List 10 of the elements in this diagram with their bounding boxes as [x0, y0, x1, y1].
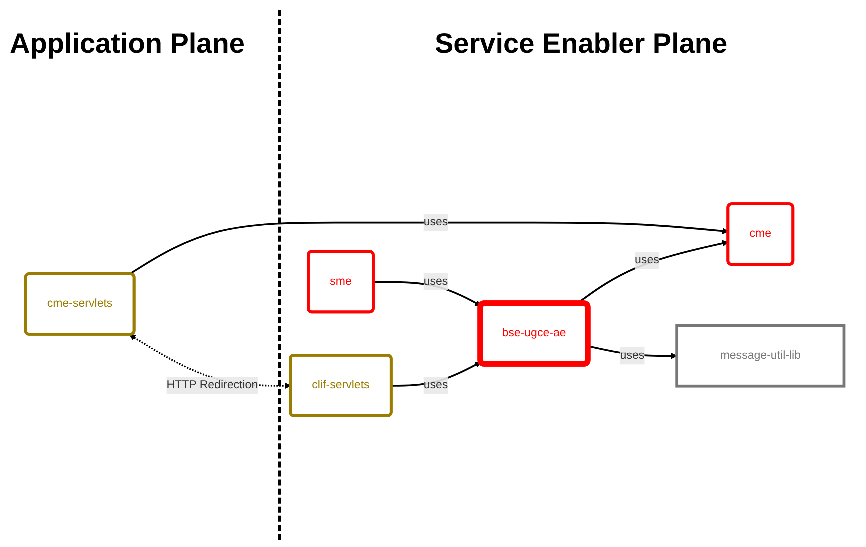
edge-label: uses — [424, 216, 448, 229]
edge-label: uses — [635, 254, 660, 266]
node-box: message-util-lib — [676, 324, 846, 388]
arrow — [129, 222, 729, 276]
edge-label: uses — [424, 275, 448, 288]
edge-label: uses — [620, 350, 645, 362]
plane-heading: Application Plane — [10, 28, 245, 60]
edge-label: uses — [424, 379, 448, 392]
plane-heading: Service Enabler Plane — [435, 28, 728, 60]
edge-label: HTTP Redirection — [166, 379, 258, 392]
